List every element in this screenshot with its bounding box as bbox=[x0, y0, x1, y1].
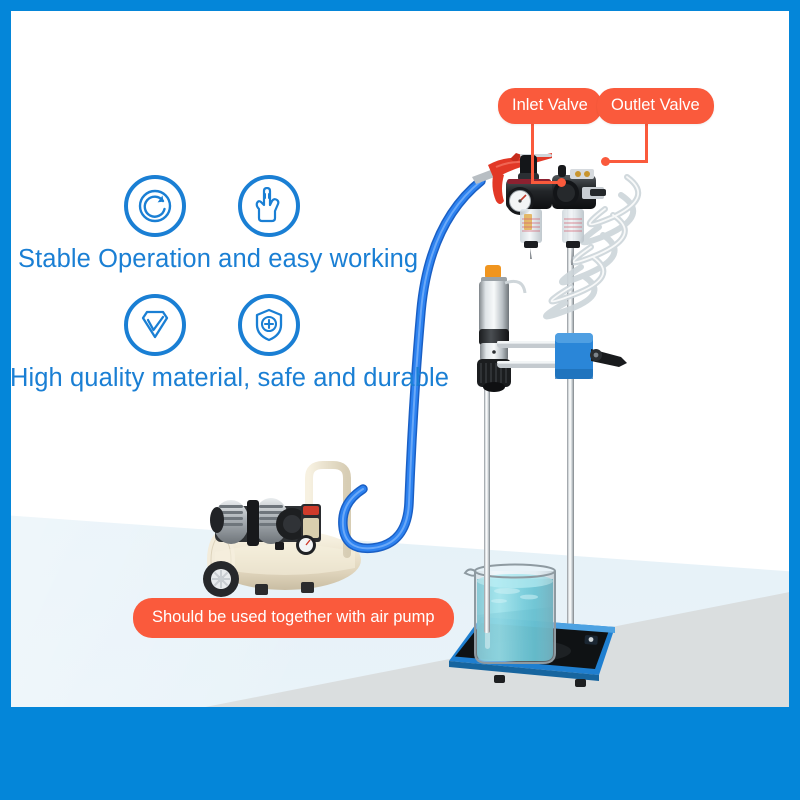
scene-stage: Should be used together with air pump bbox=[11, 11, 789, 707]
feature-text-1: Stable Operation and easy working bbox=[18, 245, 419, 273]
stand-rod-right bbox=[567, 189, 574, 645]
feature-text-2: High quality material, safe and durable bbox=[11, 364, 450, 392]
frame-top-edge bbox=[0, 0, 800, 11]
outlet-valve-leader bbox=[599, 116, 679, 182]
filter-regulator-lubricator bbox=[506, 155, 606, 265]
coiled-pu-hose bbox=[543, 174, 642, 320]
rotate-cycle-icon bbox=[124, 175, 186, 237]
air-pump-note-badge: Should be used together with air pump bbox=[133, 598, 454, 638]
stirrer-shaft bbox=[484, 363, 490, 633]
frame-left-edge bbox=[0, 0, 11, 800]
inlet-valve-leader bbox=[531, 116, 571, 201]
glass-beaker bbox=[463, 563, 556, 664]
boss-clamp bbox=[497, 333, 627, 379]
air-compressor bbox=[197, 448, 373, 603]
frame-bottom-bar bbox=[0, 707, 800, 800]
touch-hand-icon bbox=[238, 175, 300, 237]
diamond-check-icon bbox=[124, 294, 186, 356]
feature-list: Stable Operation and easy working bbox=[11, 175, 449, 413]
shield-plus-icon bbox=[238, 294, 300, 356]
inlet-valve-callout: Inlet Valve bbox=[498, 88, 602, 124]
feature-row-2 bbox=[18, 294, 398, 356]
feature-row-1 bbox=[18, 175, 398, 237]
outlet-valve-callout: Outlet Valve bbox=[597, 88, 714, 124]
frame-right-edge bbox=[789, 0, 800, 800]
